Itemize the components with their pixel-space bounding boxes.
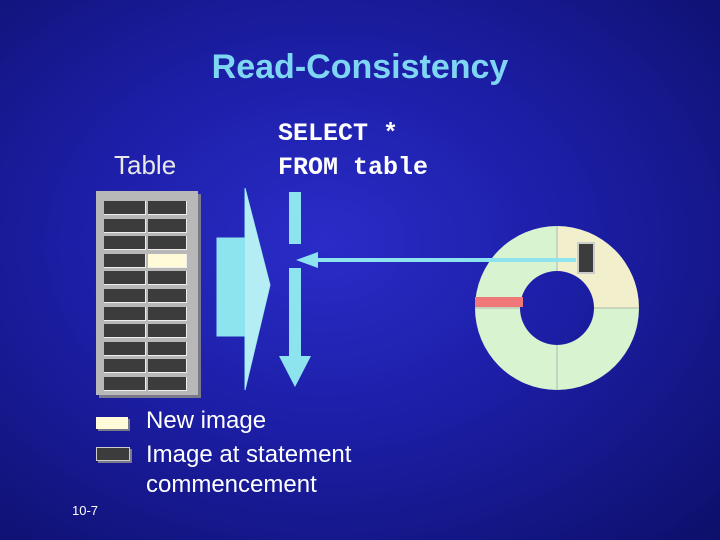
slide-number: 10-7	[72, 503, 99, 518]
table-cell	[148, 201, 187, 215]
table-cell	[148, 324, 187, 339]
sql-statement: SELECT * FROM table	[278, 117, 428, 185]
rollback-ring-icon	[475, 226, 639, 390]
sql-line-1: SELECT *	[278, 119, 399, 148]
table-cell	[148, 236, 187, 251]
table-cell	[148, 341, 187, 356]
table-cell	[128, 218, 146, 233]
table-cell	[148, 289, 187, 303]
legend-statement-image: Image at statement commencement	[146, 440, 351, 500]
table-cell	[128, 271, 146, 286]
legend-new-image: New image	[146, 407, 267, 434]
ring-block	[577, 242, 595, 274]
table-label: Table	[114, 150, 177, 180]
sql-line-2: FROM table	[278, 153, 429, 182]
table-cell	[128, 253, 146, 268]
table-cell	[128, 306, 146, 321]
ring-marker	[475, 297, 523, 307]
table-cell	[148, 306, 187, 321]
table-cell	[128, 341, 146, 356]
table-cell	[128, 359, 146, 374]
slide-title: Read-Consistency	[211, 48, 509, 86]
table-cell	[148, 218, 187, 233]
table-cell	[128, 289, 146, 303]
table-cell-new	[148, 253, 187, 268]
table-cell	[128, 201, 146, 215]
table-cell	[128, 236, 146, 251]
legend-swatch-new	[96, 417, 128, 429]
legend-statement-line1: Image at statement	[146, 441, 352, 468]
table-cell	[128, 324, 146, 339]
table-cell	[148, 377, 187, 391]
scan-arrow-icon	[279, 192, 311, 387]
statement-arrow-icon	[216, 187, 271, 391]
table-grid-icon	[96, 191, 198, 395]
return-arrow-icon	[296, 252, 576, 268]
legend-swatch-old	[96, 447, 130, 461]
table-cell	[148, 271, 187, 286]
legend-statement-line2: commencement	[146, 471, 317, 498]
table-cell	[128, 377, 146, 391]
table-cell	[148, 359, 187, 374]
